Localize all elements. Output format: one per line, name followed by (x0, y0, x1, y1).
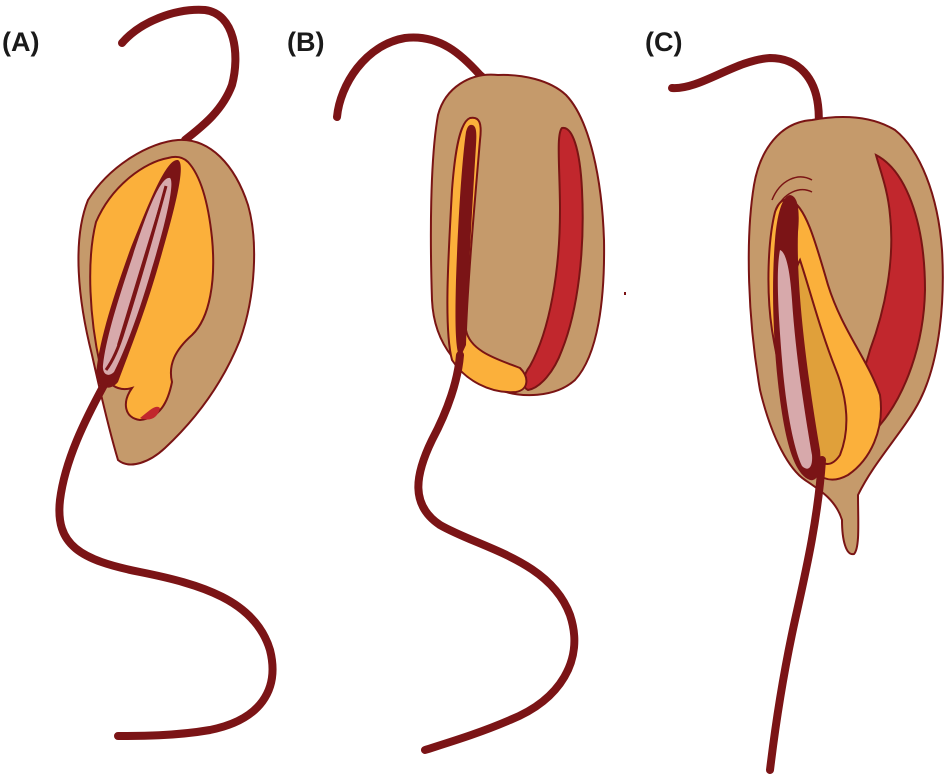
rod-stripe-a2 (117, 199, 163, 346)
panel-label-c: (C) (645, 27, 683, 57)
panel-label-a: (A) (2, 27, 40, 57)
red-spot-a (140, 406, 160, 420)
rod-inner-c (777, 250, 813, 469)
contour-arc-c2 (775, 189, 813, 211)
cell-c (668, 54, 944, 774)
anterior-flagellum-a (118, 5, 240, 144)
posterior-flagellum-b (414, 351, 579, 754)
stray-speck (624, 292, 626, 295)
posterior-flagellum-a (55, 381, 277, 740)
rod-b (455, 124, 477, 358)
cell-b (333, 33, 606, 754)
red-crescent-b (522, 126, 584, 392)
posterior-flagellum-c (766, 456, 826, 774)
cell-a (55, 5, 277, 740)
panel-label-b: (B) (287, 27, 325, 57)
contour-arc-c1 (771, 176, 813, 201)
